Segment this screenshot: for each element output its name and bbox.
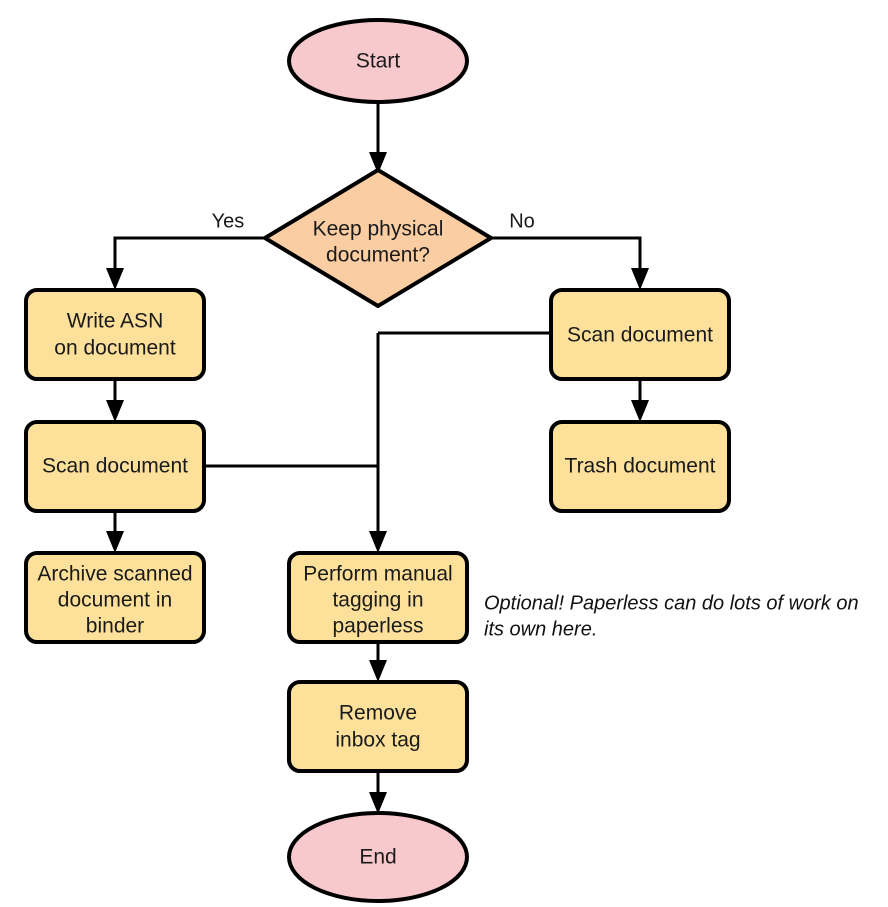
arrowhead-write-asn-to-scan-left xyxy=(106,400,124,422)
annotation-optional-note-line2: its own here. xyxy=(484,618,597,640)
node-archive-binder-shape[interactable] xyxy=(24,551,206,644)
edge-layer: Yes No xyxy=(106,101,649,814)
node-remove-inbox-tag-label-line2: inbox tag xyxy=(335,729,420,752)
node-write-asn-shape[interactable] xyxy=(24,288,206,381)
node-start[interactable]: Start xyxy=(287,18,469,104)
node-scan-document-right[interactable]: Scan document xyxy=(549,288,731,381)
arrowhead-merge-trunk-to-tagging xyxy=(369,531,387,553)
edge-decision-to-write-asn: Yes xyxy=(106,210,265,290)
node-remove-inbox-tag-shape[interactable] xyxy=(287,680,469,773)
node-decision-keep-physical[interactable]: Keep physical document? xyxy=(263,168,493,308)
node-archive-binder-label-line2: document in xyxy=(58,589,172,612)
edge-merge-trunk-to-tagging xyxy=(369,333,387,553)
node-write-asn[interactable]: Write ASN on document xyxy=(24,288,206,381)
node-scan-document-right-label: Scan document xyxy=(567,324,713,347)
node-manual-tagging-label-line1: Perform manual xyxy=(303,563,452,586)
node-layer: Start Keep physical document? Write ASN … xyxy=(24,18,731,903)
arrowhead-decision-to-scan-right xyxy=(631,268,649,290)
edge-scan-right-to-trash xyxy=(631,379,649,422)
arrowhead-scan-left-to-archive xyxy=(106,531,124,553)
node-write-asn-label-line2: on document xyxy=(54,337,176,360)
edge-write-asn-to-scan-left xyxy=(106,379,124,422)
node-write-asn-label-line1: Write ASN xyxy=(67,310,163,333)
arrowhead-scan-right-to-trash xyxy=(631,400,649,422)
node-trash-document-shape[interactable] xyxy=(549,420,731,513)
node-start-shape[interactable] xyxy=(287,18,469,104)
node-decision-keep-physical-shape[interactable] xyxy=(263,168,493,308)
edge-label-yes: Yes xyxy=(212,210,245,232)
node-archive-binder-label-line3: binder xyxy=(86,615,144,638)
node-manual-tagging-label-line2: tagging in xyxy=(332,589,423,612)
arrowhead-tagging-to-remove-inbox xyxy=(369,660,387,682)
annotation-layer: Optional! Paperless can do lots of work … xyxy=(484,592,859,640)
node-decision-keep-physical-label-line1: Keep physical xyxy=(313,218,444,241)
node-manual-tagging[interactable]: Perform manual tagging in paperless xyxy=(287,551,469,644)
node-manual-tagging-shape[interactable] xyxy=(287,551,469,644)
arrowhead-decision-to-write-asn xyxy=(106,268,124,290)
edge-decision-to-scan-right: No xyxy=(491,210,649,290)
node-decision-keep-physical-label-line2: document? xyxy=(326,244,430,267)
edge-line-decision-to-scan-right xyxy=(491,236,642,278)
node-manual-tagging-label-line3: paperless xyxy=(332,615,423,638)
node-scan-document-right-shape[interactable] xyxy=(549,288,731,381)
edge-start-to-decision xyxy=(369,101,387,174)
node-scan-document-left[interactable]: Scan document xyxy=(24,420,206,513)
node-remove-inbox-tag-label-line1: Remove xyxy=(339,702,417,725)
node-trash-document[interactable]: Trash document xyxy=(549,420,731,513)
node-archive-binder[interactable]: Archive scanned document in binder xyxy=(24,551,206,644)
edge-scan-left-to-archive xyxy=(106,511,124,553)
node-trash-document-label: Trash document xyxy=(565,455,716,478)
node-start-label: Start xyxy=(356,50,401,73)
node-scan-document-left-label: Scan document xyxy=(42,455,188,478)
arrowhead-remove-inbox-to-end xyxy=(369,792,387,814)
edge-tagging-to-remove-inbox xyxy=(369,642,387,682)
node-archive-binder-label-line1: Archive scanned xyxy=(37,563,192,586)
node-end[interactable]: End xyxy=(287,811,469,903)
node-end-shape[interactable] xyxy=(287,811,469,903)
node-remove-inbox-tag[interactable]: Remove inbox tag xyxy=(287,680,469,773)
annotation-optional-note-line1: Optional! Paperless can do lots of work … xyxy=(484,592,859,614)
edge-remove-inbox-to-end xyxy=(369,771,387,814)
arrowhead-start-to-decision xyxy=(369,152,387,174)
node-end-label: End xyxy=(359,846,396,869)
node-scan-document-left-shape[interactable] xyxy=(24,420,206,513)
edge-line-decision-to-write-asn xyxy=(113,236,265,278)
edge-label-no: No xyxy=(509,210,535,232)
